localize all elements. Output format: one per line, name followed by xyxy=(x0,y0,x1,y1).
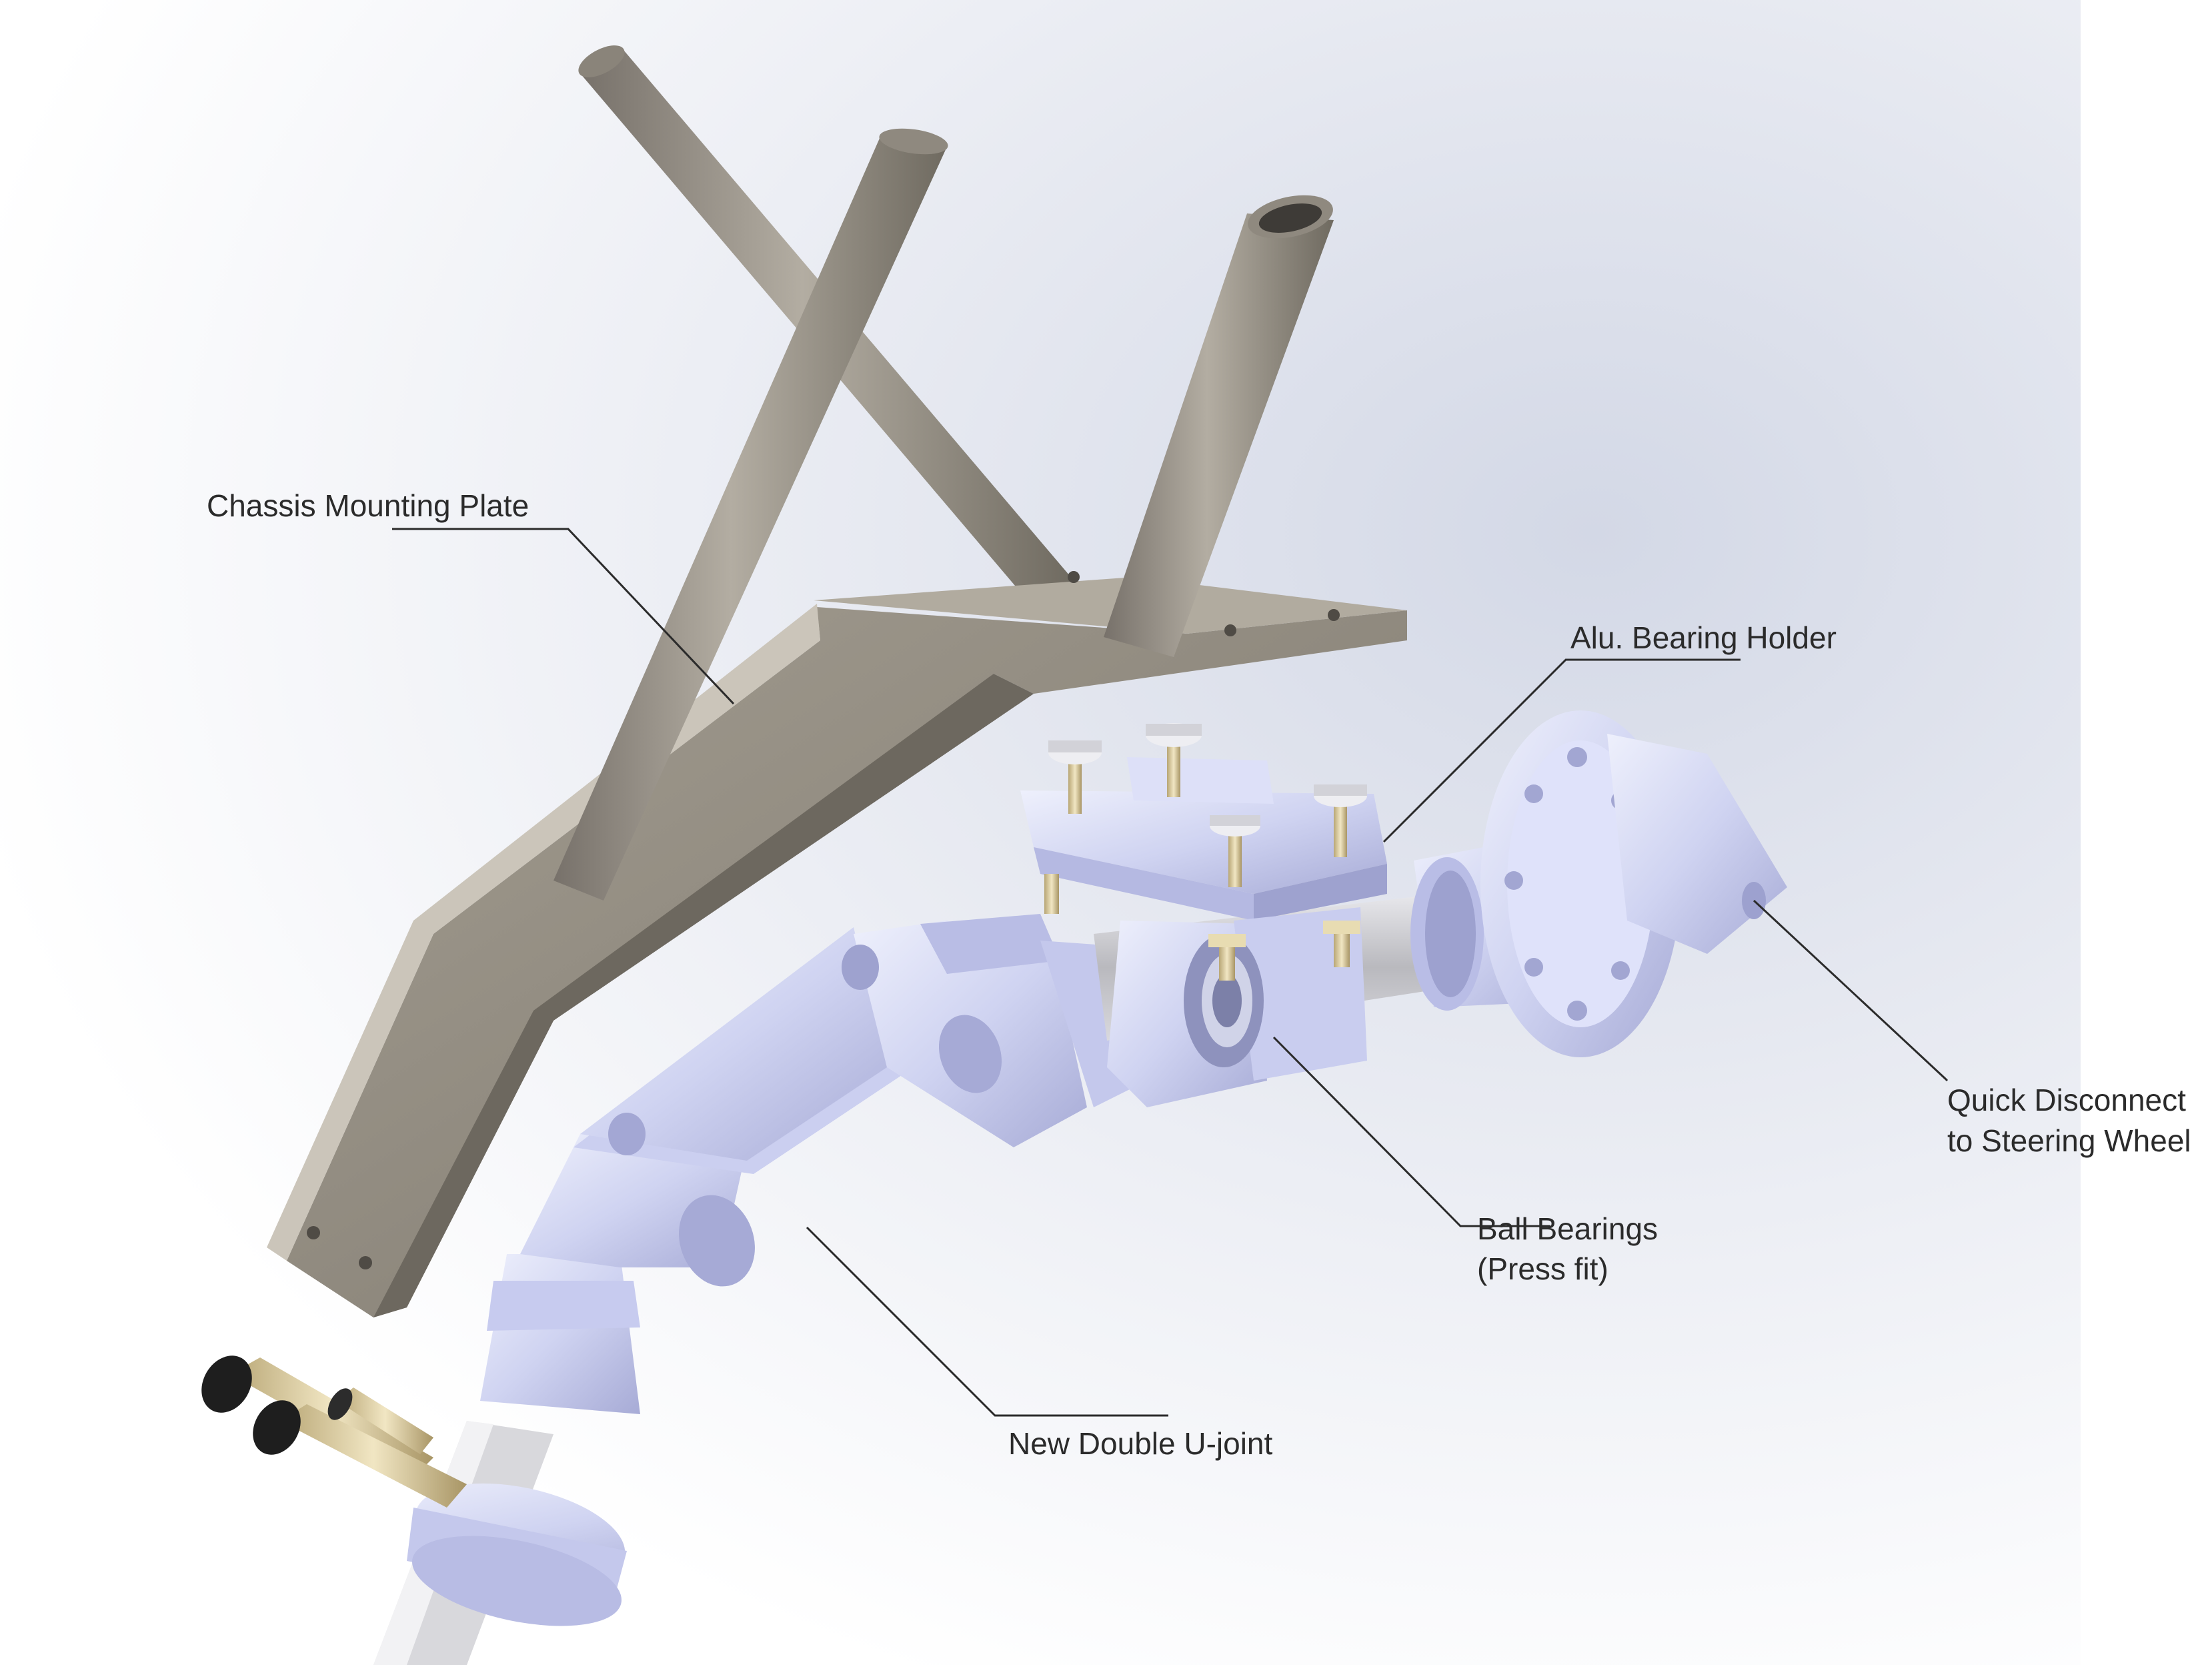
chassis-tube-open xyxy=(1104,195,1334,657)
double-u-joint xyxy=(480,914,1174,1414)
leader-lines xyxy=(392,528,1949,1417)
holder-bolt xyxy=(1210,815,1260,887)
leader-alu-bearing-holder xyxy=(1382,658,1741,843)
leader-chassis-mounting-plate xyxy=(392,528,735,705)
holder-bolt xyxy=(1048,740,1102,814)
callout-labels: Chassis Mounting Plate Alu. Bearing Hold… xyxy=(207,488,2191,1461)
label-quick-disconnect-line1: Quick Disconnect xyxy=(1947,1083,2186,1117)
holder-bolts xyxy=(1044,723,1367,981)
chassis-tube-front xyxy=(554,128,948,901)
leader-double-u-joint xyxy=(806,1226,1168,1417)
label-ball-bearings-line2: (Press fit) xyxy=(1477,1251,1608,1286)
label-quick-disconnect-line2: to Steering Wheel xyxy=(1947,1123,2191,1158)
label-alu-bearing-holder: Alu. Bearing Holder xyxy=(1570,620,1837,655)
chassis-mounting-plate xyxy=(267,571,1407,1317)
chassis-frame xyxy=(267,45,1407,1317)
holder-bolt xyxy=(1146,723,1202,797)
holder-bolt-lower xyxy=(1044,874,1360,981)
label-ball-bearings-line1: Ball Bearings xyxy=(1477,1211,1658,1246)
background-right-edge xyxy=(2081,0,2212,1665)
leader-quick-disconnect xyxy=(1753,899,1949,1082)
lower-bolts xyxy=(201,1355,467,1508)
holder-bolt xyxy=(1314,784,1367,857)
label-double-u-joint: New Double U-joint xyxy=(1008,1426,1272,1461)
alu-bearing-holder xyxy=(1020,757,1387,1107)
lower-collar xyxy=(407,1483,627,1626)
quick-disconnect-hub xyxy=(1410,710,1787,1057)
label-chassis-mounting-plate: Chassis Mounting Plate xyxy=(207,488,529,523)
leader-ball-bearings xyxy=(1272,1036,1550,1227)
